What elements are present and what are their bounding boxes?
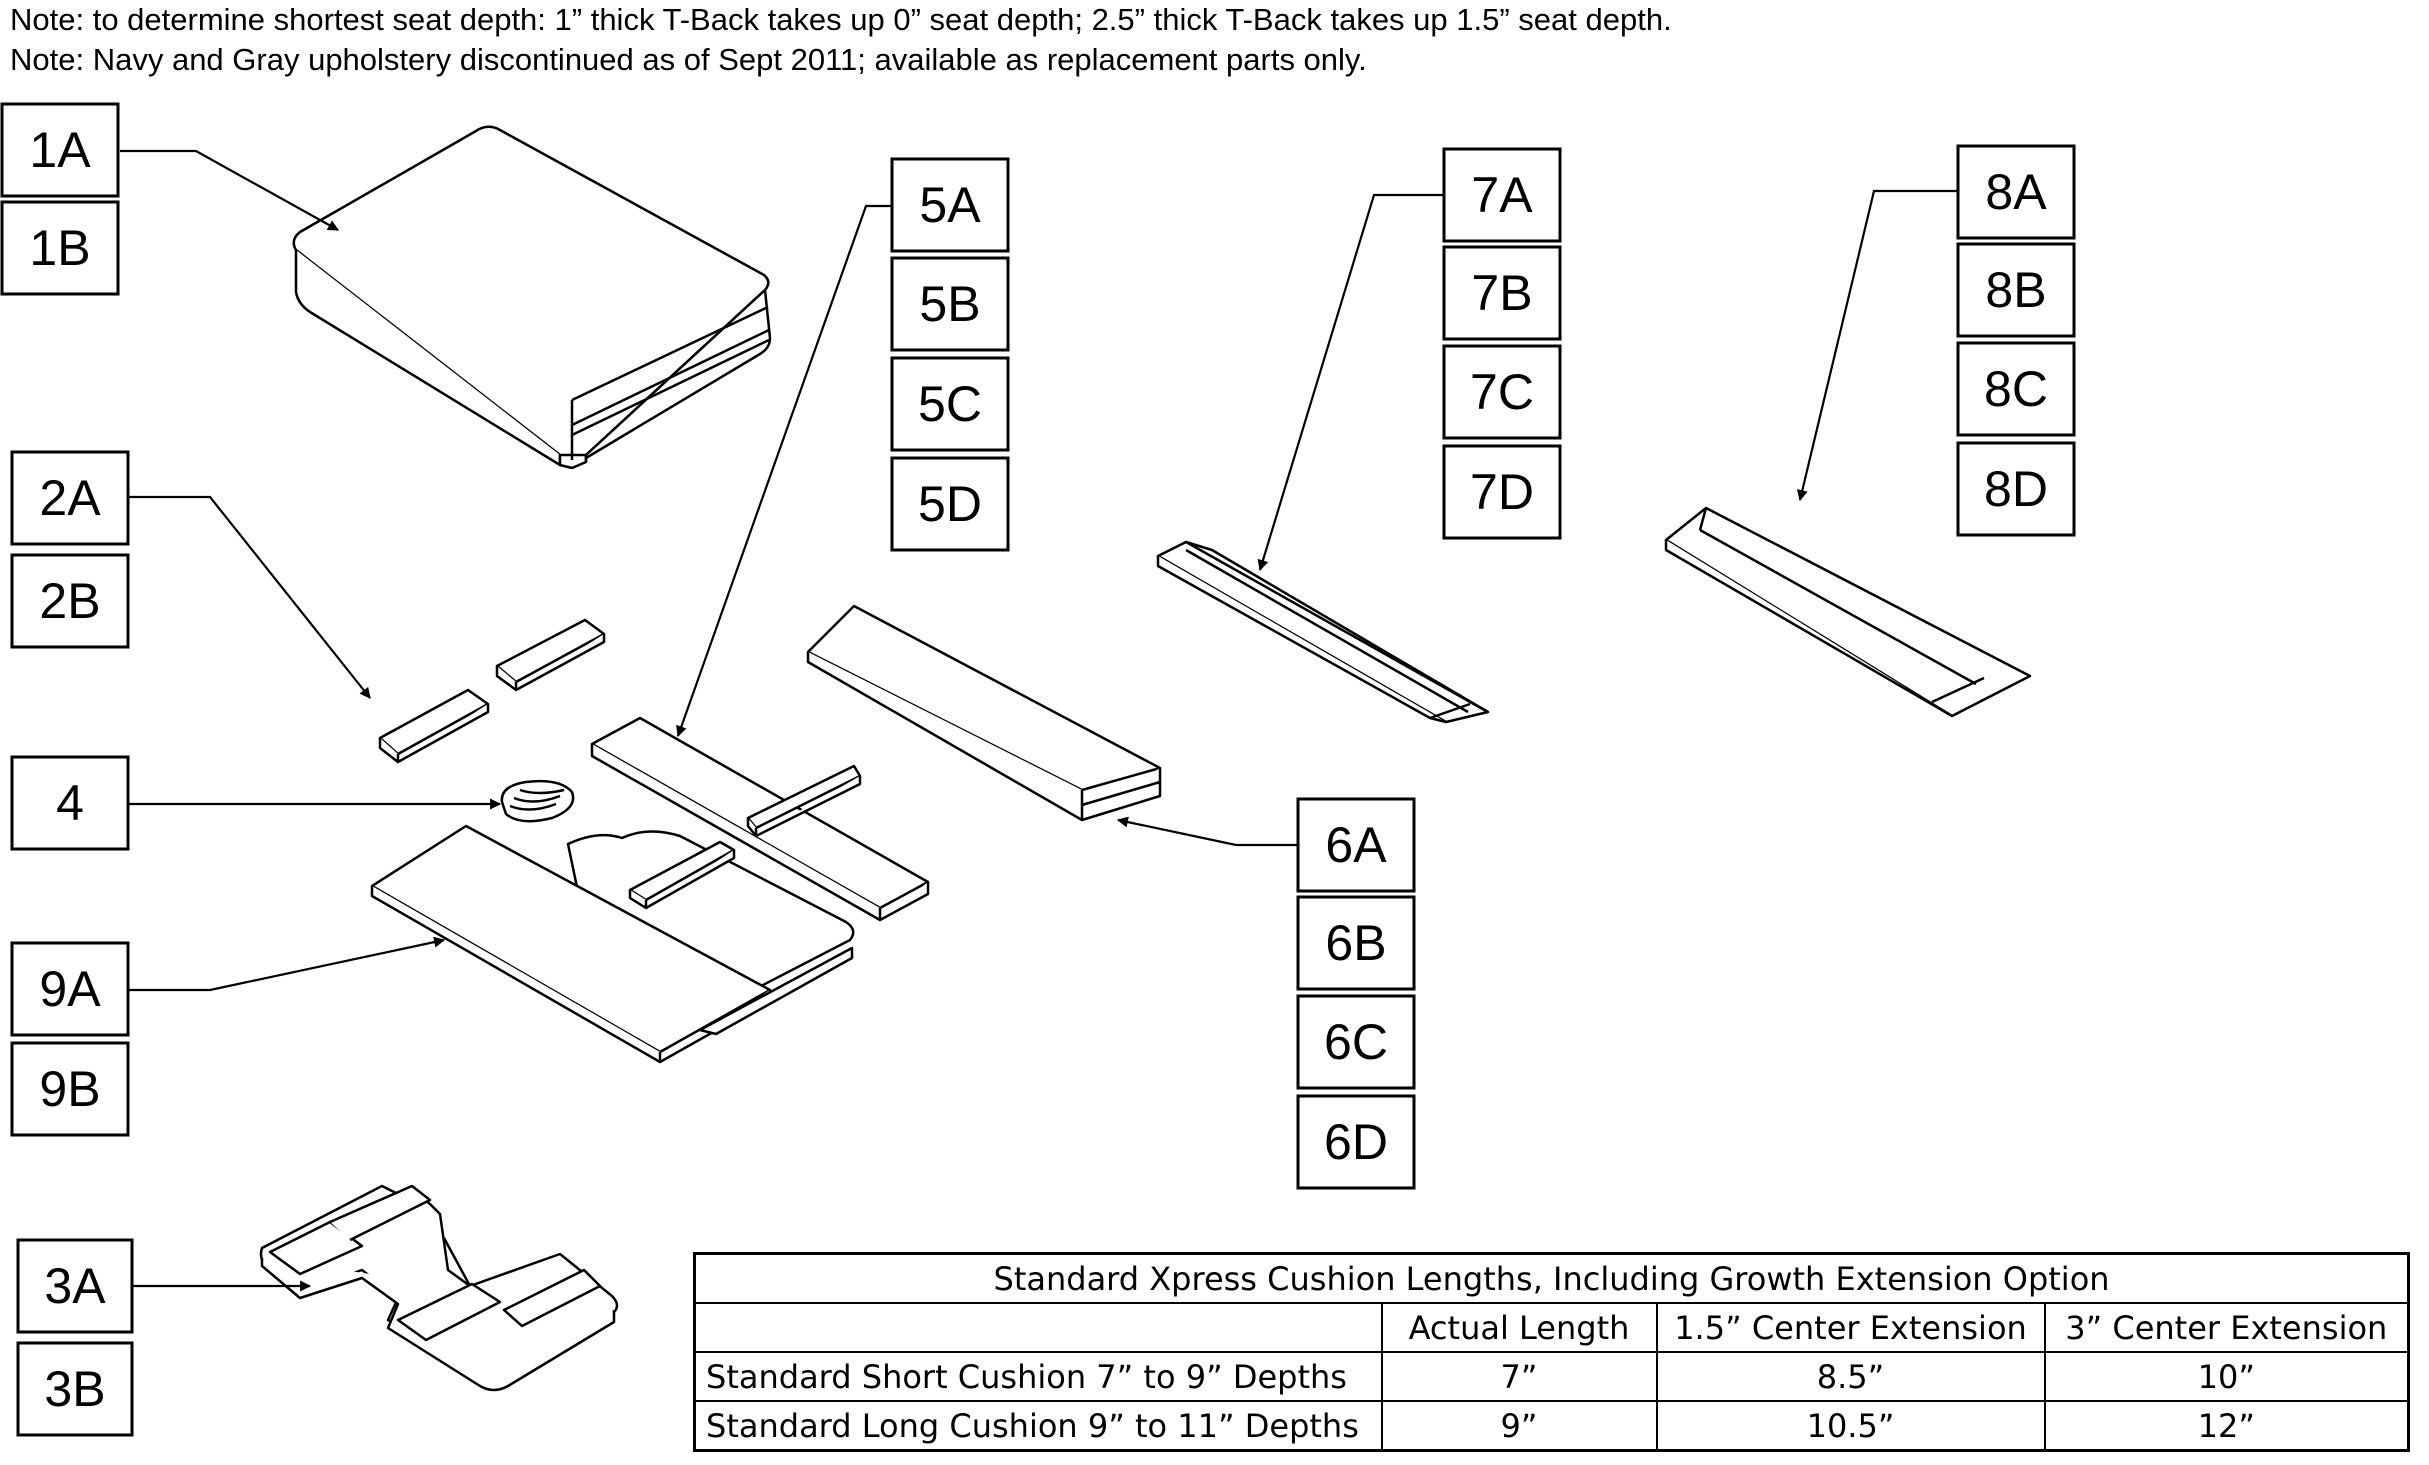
table-cell: 10.5” <box>1655 1400 2046 1452</box>
note-seat-depth: Note: to determine shortest seat depth: … <box>10 2 1672 37</box>
callout-8c: 8C <box>1984 361 2048 417</box>
table-cell-label: Standard Short Cushion 7” to 9” Depths <box>693 1351 1383 1402</box>
table-header-blank <box>693 1302 1383 1353</box>
leader-7 <box>1257 193 1444 572</box>
callout-7d: 7D <box>1470 464 1534 520</box>
table-cell-label: Standard Long Cushion 9” to 11” Depths <box>693 1400 1383 1452</box>
leader-8 <box>1796 189 1958 502</box>
callout-8d: 8D <box>1984 461 2048 517</box>
table-cell: 9” <box>1380 1400 1658 1452</box>
callout-5d: 5D <box>918 476 982 532</box>
part-1-seat-cushion <box>292 125 772 470</box>
part-9-seat-pan <box>370 824 855 1064</box>
table-cell: 12” <box>2043 1400 2410 1452</box>
callout-4: 4 <box>56 775 84 831</box>
leader-lines <box>120 149 1958 1292</box>
callout-8b: 8B <box>1985 262 2046 318</box>
part-2-small-pads <box>378 618 606 764</box>
callout-6b: 6B <box>1325 915 1386 971</box>
callout-7a: 7A <box>1471 167 1533 223</box>
part-5-extension-pan <box>590 716 930 922</box>
table-title-row: Standard Xpress Cushion Lengths, Includi… <box>693 1252 2410 1304</box>
callout-1a: 1A <box>29 122 91 178</box>
callout-boxes <box>0 102 2076 1437</box>
table-cell: 7” <box>1380 1351 1658 1402</box>
cushion-lengths-table: Standard Xpress Cushion Lengths, Includi… <box>693 1252 2411 1452</box>
table-cell: 8.5” <box>1655 1351 2046 1402</box>
callout-9a: 9A <box>39 961 101 1017</box>
table-row: Standard Long Cushion 9” to 11” Depths 9… <box>693 1400 2410 1452</box>
table-row: Standard Short Cushion 7” to 9” Depths 7… <box>693 1351 2410 1402</box>
part-6-long-cushion <box>806 604 1162 822</box>
callout-3b: 3B <box>44 1361 105 1417</box>
callout-5a: 5A <box>919 177 981 233</box>
leader-6 <box>1116 816 1298 847</box>
callout-6d: 6D <box>1324 1114 1388 1170</box>
table-header-row: Actual Length 1.5” Center Extension 3” C… <box>693 1302 2410 1353</box>
callout-1b: 1B <box>29 220 90 276</box>
table-header-1-5-extension: 1.5” Center Extension <box>1655 1302 2046 1353</box>
callout-6c: 6C <box>1324 1014 1388 1070</box>
table-title: Standard Xpress Cushion Lengths, Includi… <box>693 1252 2410 1304</box>
callout-9b: 9B <box>39 1061 100 1117</box>
leader-1 <box>120 149 339 231</box>
callout-7b: 7B <box>1471 265 1532 321</box>
callout-2b: 2B <box>39 573 100 629</box>
note-upholstery: Note: Navy and Gray upholstery discontin… <box>10 42 1367 77</box>
callout-8a: 8A <box>1985 164 2047 220</box>
callout-3a: 3A <box>44 1258 106 1314</box>
callout-labels: 1A 1B 2A 2B 4 9A 9B 3A 3B 5A 5B 5C 5D 6A… <box>29 122 2048 1417</box>
part-7-strip <box>1156 540 1490 724</box>
table-header-3-extension: 3” Center Extension <box>2043 1302 2410 1353</box>
callout-6a: 6A <box>1325 817 1387 873</box>
callout-7c: 7C <box>1470 364 1534 420</box>
leader-9 <box>128 936 446 992</box>
callout-5c: 5C <box>918 376 982 432</box>
callout-2a: 2A <box>39 470 101 526</box>
table-header-actual-length: Actual Length <box>1380 1302 1658 1353</box>
notes: Note: to determine shortest seat depth: … <box>10 0 1672 80</box>
part-8-strip <box>1664 506 2032 718</box>
leader-5 <box>676 204 892 738</box>
part-3-t-back <box>259 1184 619 1392</box>
table-cell: 10” <box>2043 1351 2410 1402</box>
callout-5b: 5B <box>919 276 980 332</box>
leader-2 <box>128 495 371 699</box>
part-4-knob <box>500 779 575 823</box>
